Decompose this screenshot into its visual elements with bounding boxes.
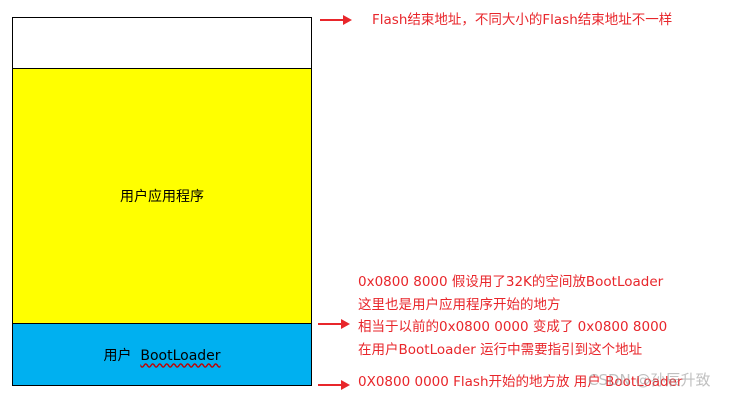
user-application-label: 用户应用程序 bbox=[120, 189, 204, 205]
app-start-arrow-icon bbox=[318, 319, 350, 329]
flash-end-note: Flash结束地址，不同大小的Flash结束地址不一样 bbox=[372, 12, 673, 28]
csdn-watermark: CSDN @孙辰升致 bbox=[588, 371, 711, 389]
flash-start-arrow-icon bbox=[318, 380, 350, 390]
app-start-note-line: 0x0800 8000 假设用了32K的空间放BootLoader bbox=[358, 274, 664, 290]
app-start-note-line: 在用户BootLoader 运行中需要指引到这个地址 bbox=[358, 341, 643, 358]
bootloader-label: 用户 BootLoader bbox=[103, 345, 220, 365]
bootloader-label-cn: 用户 bbox=[103, 347, 132, 364]
flash-end-arrow-icon bbox=[320, 15, 352, 25]
bootloader-label-en: BootLoader bbox=[140, 347, 221, 364]
app-start-note-line: 这里也是用户应用程序开始的地方 bbox=[358, 296, 561, 313]
flash-start-note: 0X0800 0000 Flash开始的地方放 用户 BootLoader bbox=[358, 374, 683, 390]
flash-end-region bbox=[12, 17, 312, 69]
bootloader-region: 用户 BootLoader bbox=[12, 323, 312, 386]
user-application-region: 用户应用程序 bbox=[12, 68, 312, 324]
app-start-note-line: 相当于以前的0x0800 0000 变成了 0x0800 8000 bbox=[358, 319, 668, 335]
app-start-note: 0x0800 8000 假设用了32K的空间放BootLoader 这里也是用户… bbox=[358, 271, 667, 361]
